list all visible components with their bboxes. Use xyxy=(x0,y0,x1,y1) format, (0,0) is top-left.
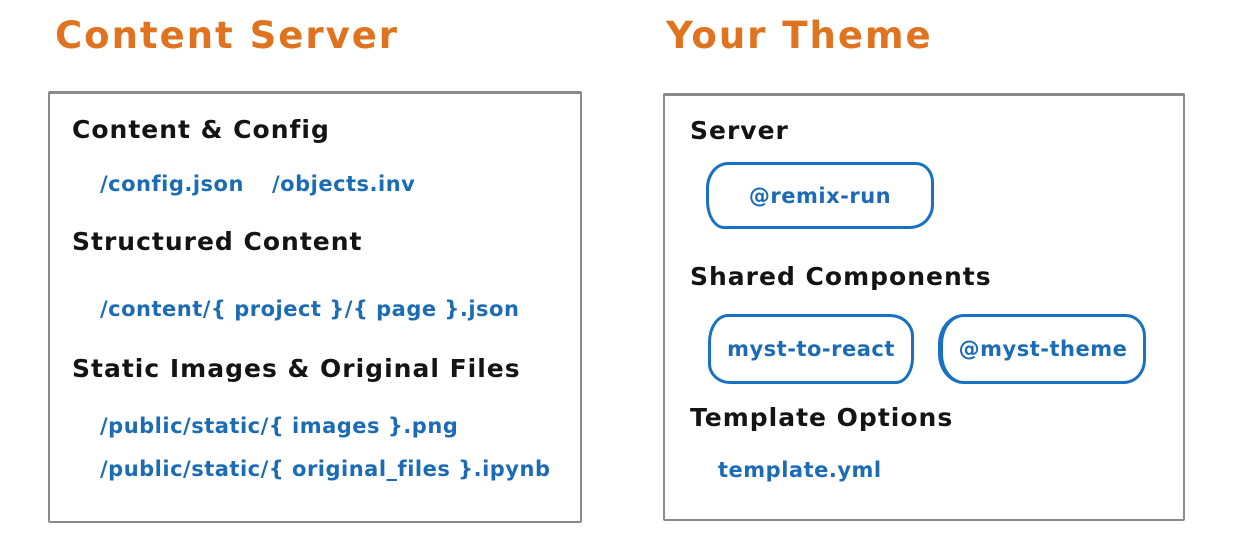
content-server-box xyxy=(48,91,582,523)
path-public-static-original-files-ipynb: /public/static/{ original_files }.ipynb xyxy=(100,457,551,481)
your-theme-box xyxy=(663,93,1185,521)
pill-myst-to-react: myst-to-react xyxy=(708,314,914,384)
heading-template-options: Template Options xyxy=(690,403,954,432)
pill-myst-theme-label: @myst-theme xyxy=(958,337,1128,361)
pill-myst-theme: @myst-theme xyxy=(938,314,1146,384)
file-template-yml: template.yml xyxy=(718,458,882,482)
your-theme-title: Your Theme xyxy=(666,14,933,57)
heading-shared-components: Shared Components xyxy=(690,262,992,291)
pill-remix-run: @remix-run xyxy=(706,162,934,229)
heading-server: Server xyxy=(690,116,789,145)
pill-myst-to-react-label: myst-to-react xyxy=(727,337,895,361)
content-server-title: Content Server xyxy=(55,14,400,57)
path-public-static-images-png: /public/static/{ images }.png xyxy=(100,414,459,438)
heading-static-images-original-files: Static Images & Original Files xyxy=(72,354,521,383)
pill-remix-run-label: @remix-run xyxy=(748,183,892,208)
path-objects-inv: /objects.inv xyxy=(272,172,416,196)
path-config-json: /config.json xyxy=(100,172,244,196)
path-content-project-page-json: /content/{ project }/{ page }.json xyxy=(100,297,520,321)
heading-structured-content: Structured Content xyxy=(72,227,363,256)
heading-content-and-config: Content & Config xyxy=(72,115,330,144)
